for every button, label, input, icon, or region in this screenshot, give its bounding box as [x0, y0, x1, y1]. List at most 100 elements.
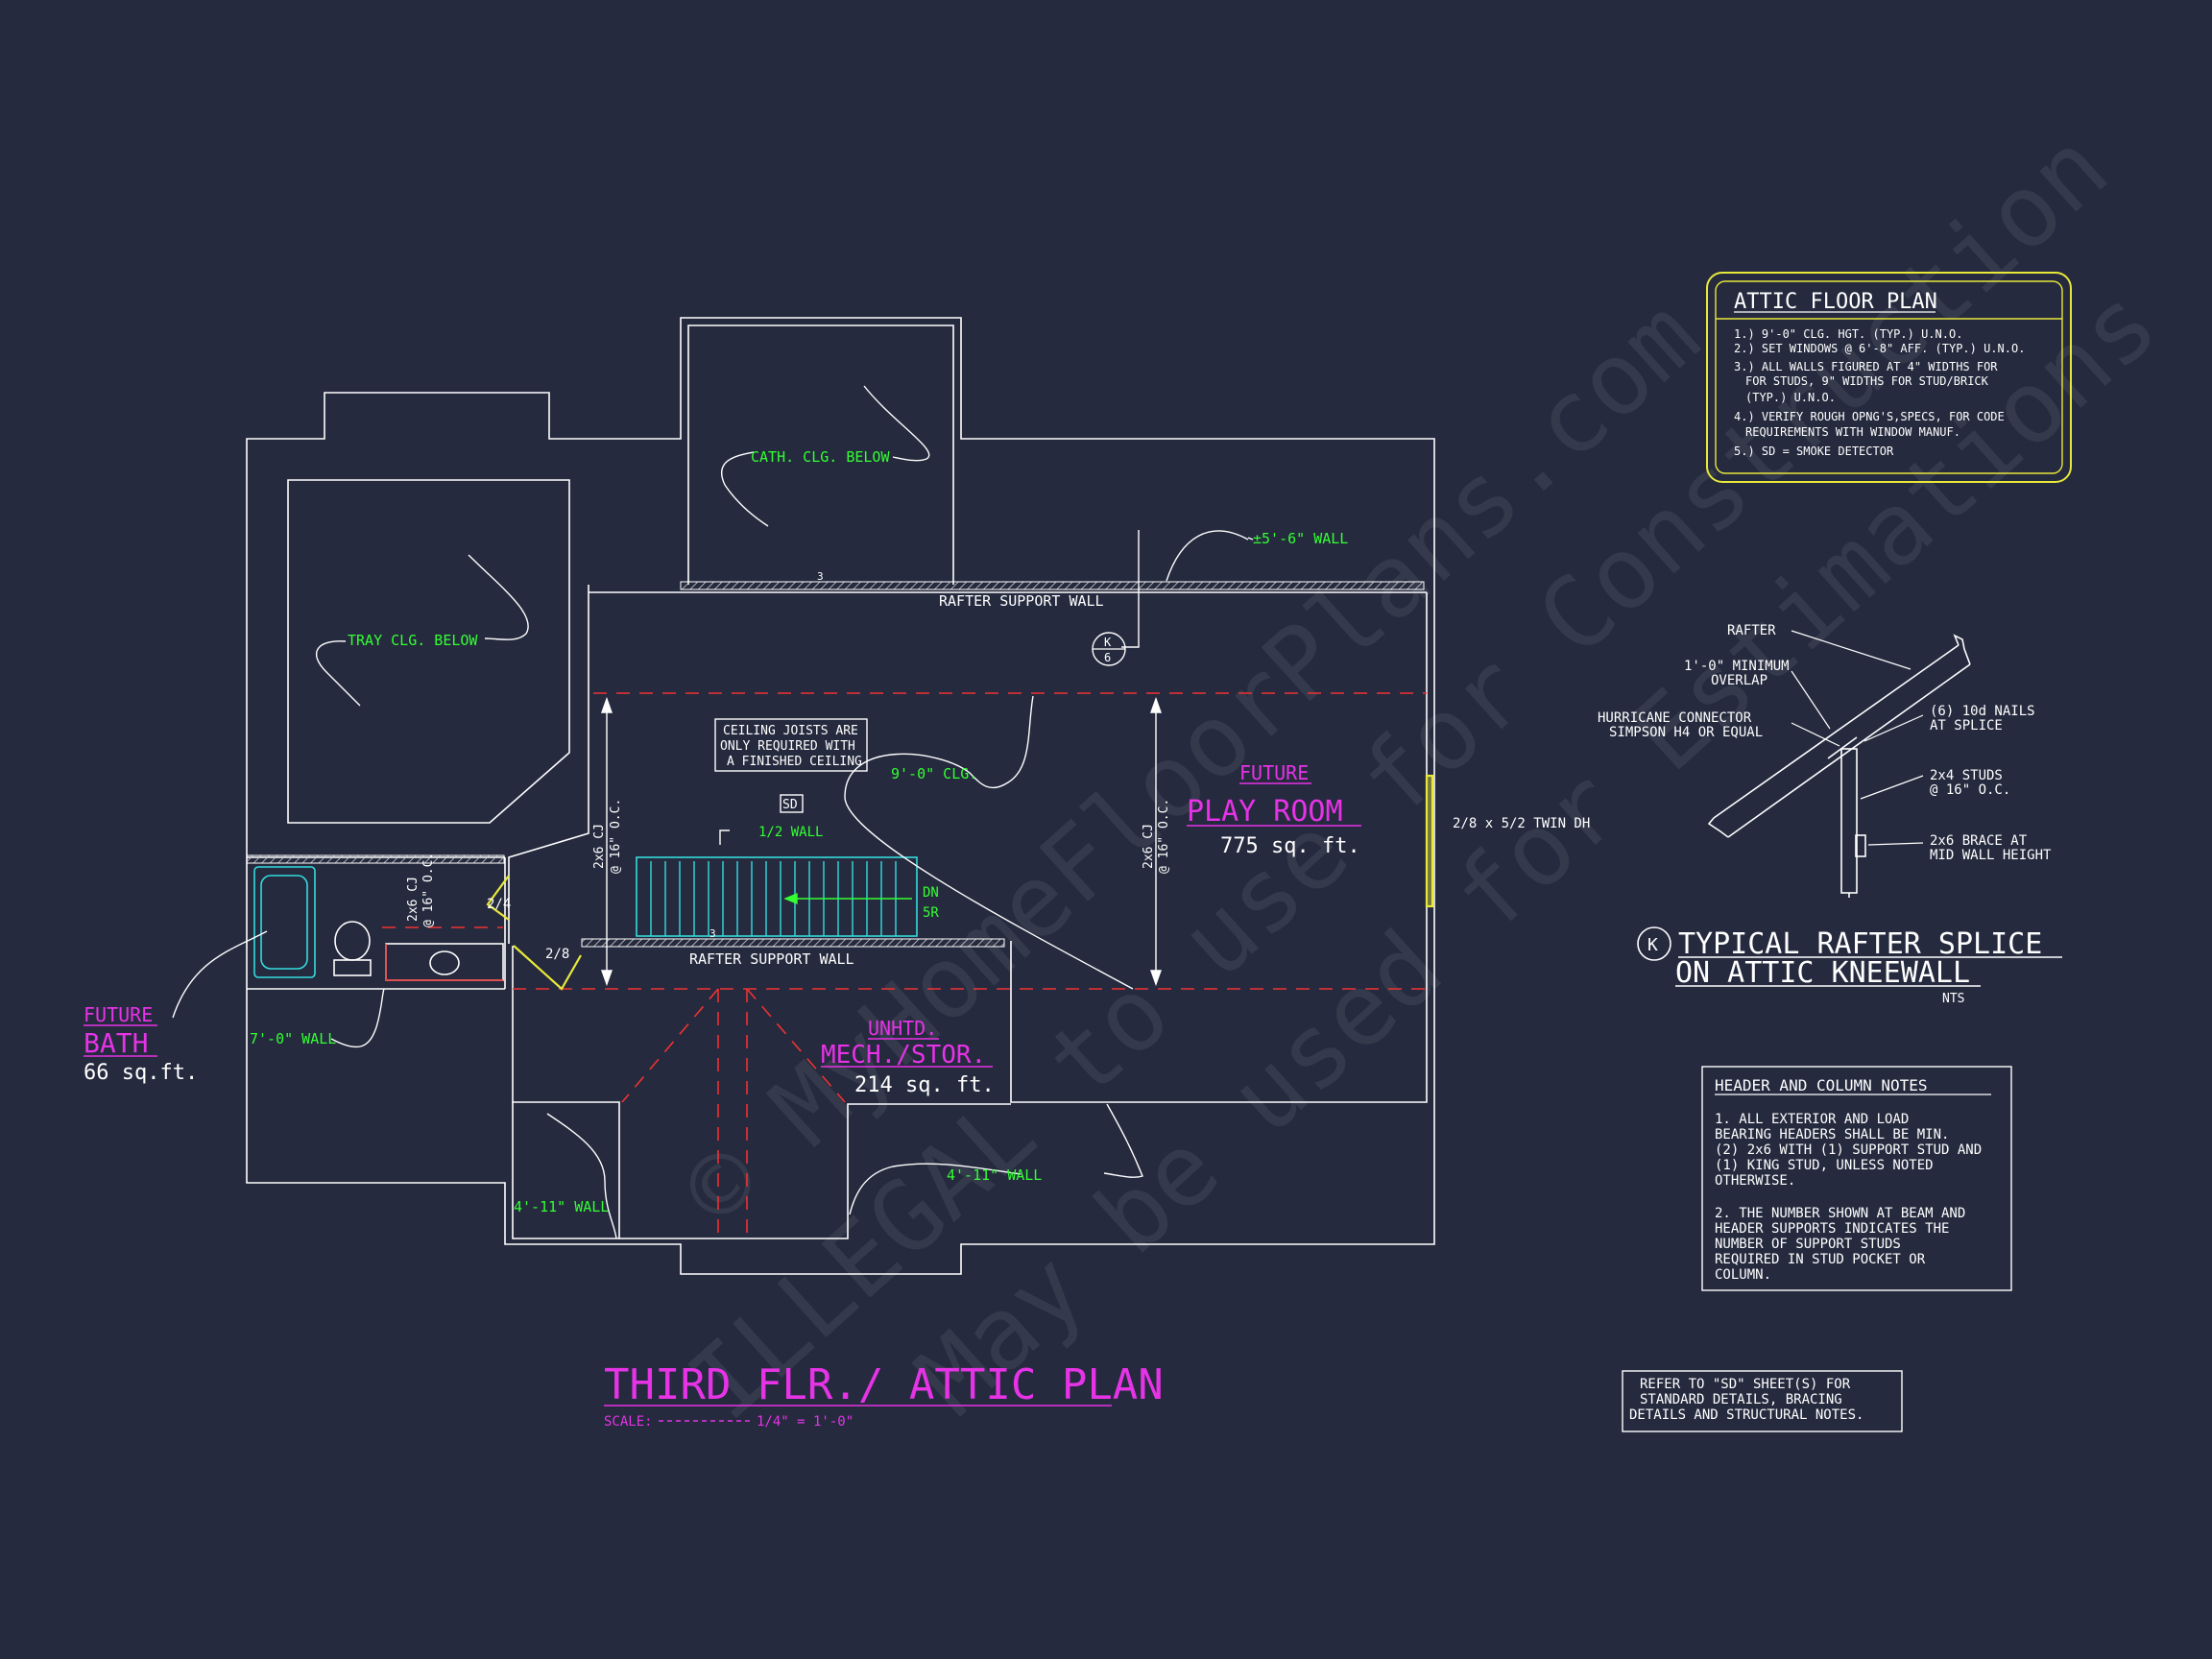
attic-inner-wall: [508, 585, 589, 944]
door-2-8-label: 2/8: [545, 947, 569, 962]
joist-bath-label-1: 2x6 CJ: [406, 877, 421, 922]
header-note-line-7: 2. THE NUMBER SHOWN AT BEAM AND: [1715, 1206, 1965, 1221]
splice-overlap-label-2: OVERLAP: [1711, 673, 1767, 688]
smoke-detector-box: [780, 794, 804, 813]
header-note-line-4: (1) KING STUD, UNLESS NOTED: [1715, 1158, 1934, 1173]
attic-note-1: 1.) 9'-0" CLG. HGT. (TYP.) U.N.O.: [1734, 327, 1962, 341]
bath-toilet-tank: [333, 959, 372, 976]
splice-brace-label-2: MID WALL HEIGHT: [1930, 848, 2052, 863]
bath-red-outline: [385, 944, 503, 981]
splice-title-tag: K: [1647, 935, 1658, 955]
smoke-detector-label: SD: [782, 798, 798, 812]
play-line-1: FUTURE: [1239, 761, 1309, 784]
dimension-lines: [601, 696, 1162, 987]
wall-5-6-label: ±5'-6" WALL: [1253, 530, 1348, 547]
refer-line-3: DETAILS AND STRUCTURAL NOTES.: [1629, 1407, 1863, 1423]
header-note-line-2: BEARING HEADERS SHALL BE MIN.: [1715, 1127, 1949, 1142]
refer-line-1: REFER TO "SD" SHEET(S) FOR: [1640, 1377, 1851, 1392]
joist-right-label-2: @ 16" O.C.: [1157, 799, 1171, 874]
joist-bath-label-2: @ 16" O.C.: [421, 853, 436, 927]
refer-line-2: STANDARD DETAILS, BRACING: [1640, 1392, 1842, 1407]
stair-arrow: [783, 892, 912, 905]
hatched-walls: [246, 581, 1425, 948]
splice-title-nts: NTS: [1942, 992, 1964, 1006]
splice-hurricane-label-1: HURRICANE CONNECTOR: [1598, 710, 1752, 726]
tray-ceiling-label: TRAY CLG. BELOW: [348, 632, 478, 649]
door-2-4-label: 2/4: [487, 897, 511, 912]
attic-note-4b: REQUIREMENTS WITH WINDOW MANUF.: [1745, 425, 1960, 439]
bath-sink: [429, 950, 460, 975]
splice-rafter-label: RAFTER: [1727, 623, 1776, 638]
joist-note-line-2: ONLY REQUIRED WITH: [720, 739, 855, 754]
joist-note-line-1: CEILING JOISTS ARE: [723, 724, 858, 738]
bath-toilet-bowl: [334, 921, 371, 961]
wall-4-11-left-label: 4'-11" WALL: [514, 1198, 609, 1215]
splice-nails-label-2: AT SPLICE: [1930, 718, 2003, 733]
bath-top-wall: [246, 854, 505, 864]
attic-note-3: 3.) ALL WALLS FIGURED AT 4" WIDTHS FOR: [1734, 360, 1998, 373]
plan-title: THIRD FLR./ ATTIC PLAN SCALE: 1/4" = 1'-…: [604, 1360, 1164, 1430]
splice-nails-label-1: (6) 10d NAILS: [1930, 704, 2035, 719]
room-mech-storage: UNHTD. MECH./STOR. 214 sq. ft.: [821, 1017, 995, 1097]
joist-note-box: [714, 718, 868, 772]
outer-outline: [246, 317, 1435, 1275]
splice-overlap-label-1: 1'-0" MINIMUM: [1684, 659, 1790, 674]
attic-note-5: 5.) SD = SMOKE DETECTOR: [1734, 445, 1894, 458]
plan-scale-label: SCALE:: [604, 1414, 653, 1430]
stair-outline: [636, 856, 918, 937]
play-line-2: PLAY ROOM: [1187, 795, 1343, 829]
attic-note-4: 4.) VERIFY ROUGH OPNG'S,SPECS, FOR CODE: [1734, 410, 2005, 423]
refer-notes-panel: REFER TO "SD" SHEET(S) FOR STANDARD DETA…: [1622, 1370, 1903, 1432]
stair-down-label: DN: [923, 885, 939, 901]
joist-left-label-2: @ 16" O.C.: [609, 799, 623, 874]
rafter-support-wall-top: [680, 581, 1425, 590]
attic-notes-panel: ATTIC FLOOR PLAN 1.) 9'-0" CLG. HGT. (TY…: [1706, 272, 2072, 483]
half-wall-label: 1/2 WALL: [758, 825, 823, 840]
play-area: 775 sq. ft.: [1220, 834, 1360, 858]
bath-line-1: FUTURE: [84, 1003, 153, 1026]
splice-title: K TYPICAL RAFTER SPLICE ON ATTIC KNEEWAL…: [1637, 926, 2062, 1006]
ceiling-9-label: 9'-0" CLG.: [891, 765, 977, 782]
window-twin-dh: [1425, 774, 1434, 908]
joist-left-label-1: 2x6 CJ: [592, 824, 607, 869]
wall-4-11-right-label: 4'-11" WALL: [947, 1166, 1042, 1184]
section-tag: K 6: [1092, 632, 1126, 666]
leader-lines: [172, 385, 1254, 1239]
room-future-bath: FUTURE BATH 66 sq.ft.: [84, 1003, 198, 1085]
attic-note-2: 2.) SET WINDOWS @ 6'-8" AFF. (TYP.) U.N.…: [1734, 342, 2025, 355]
rafter-support-wall-top-label: RAFTER SUPPORT WALL: [939, 592, 1104, 610]
mech-area: 214 sq. ft.: [854, 1073, 995, 1097]
rafter-support-wall-bottom-label: RAFTER SUPPORT WALL: [689, 950, 854, 968]
splice-studs-label-2: @ 16" O.C.: [1930, 782, 2010, 798]
bath-area: 66 sq.ft.: [84, 1061, 198, 1085]
splice-title-line-2: ON ATTIC KNEEWALL: [1675, 956, 1970, 990]
mech-room-lower: [512, 1102, 619, 1239]
attic-note-3b: FOR STUDS, 9" WIDTHS FOR STUD/BRICK: [1745, 374, 1989, 388]
splice-studs-label-1: 2x4 STUDS: [1930, 768, 2003, 783]
window-label: 2/8 x 5/2 TWIN DH: [1453, 816, 1590, 831]
room-future-play-room: FUTURE PLAY ROOM 775 sq. ft.: [1187, 761, 1361, 858]
beam-support-count-top: 3: [817, 570, 824, 583]
section-tag-letter: K: [1104, 636, 1112, 649]
attic-note-3c: (TYP.) U.N.O.: [1745, 391, 1836, 404]
mech-line-2: MECH./STOR.: [821, 1041, 986, 1070]
header-note-line-9: NUMBER OF SUPPORT STUDS: [1715, 1237, 1901, 1252]
header-note-line-1: 1. ALL EXTERIOR AND LOAD: [1715, 1112, 1909, 1127]
header-notes-panel: HEADER AND COLUMN NOTES 1. ALL EXTERIOR …: [1701, 1066, 2012, 1291]
tray-ceiling-outline: [287, 479, 570, 824]
cath-ceiling-label: CATH. CLG. BELOW: [751, 448, 890, 466]
rafter-support-wall-bottom: [581, 938, 1005, 948]
header-note-line-3: (2) 2x6 WITH (1) SUPPORT STUD AND: [1715, 1142, 1982, 1158]
joist-right-label-1: 2x6 CJ: [1142, 824, 1156, 869]
top-bay-inner: [687, 325, 954, 585]
bath-line-2: BATH: [84, 1027, 148, 1059]
header-note-line-5: OTHERWISE.: [1715, 1173, 1795, 1189]
section-tag-sheet: 6: [1104, 651, 1111, 664]
bathtub: [253, 866, 316, 978]
header-notes-title: HEADER AND COLUMN NOTES: [1715, 1076, 1928, 1094]
header-note-line-10: REQUIRED IN STUD POCKET OR: [1715, 1252, 1926, 1267]
beam-support-count-bottom: 3: [709, 927, 716, 940]
plan-title-text: THIRD FLR./ ATTIC PLAN: [604, 1360, 1164, 1409]
splice-title-line-1: TYPICAL RAFTER SPLICE: [1678, 927, 2042, 961]
